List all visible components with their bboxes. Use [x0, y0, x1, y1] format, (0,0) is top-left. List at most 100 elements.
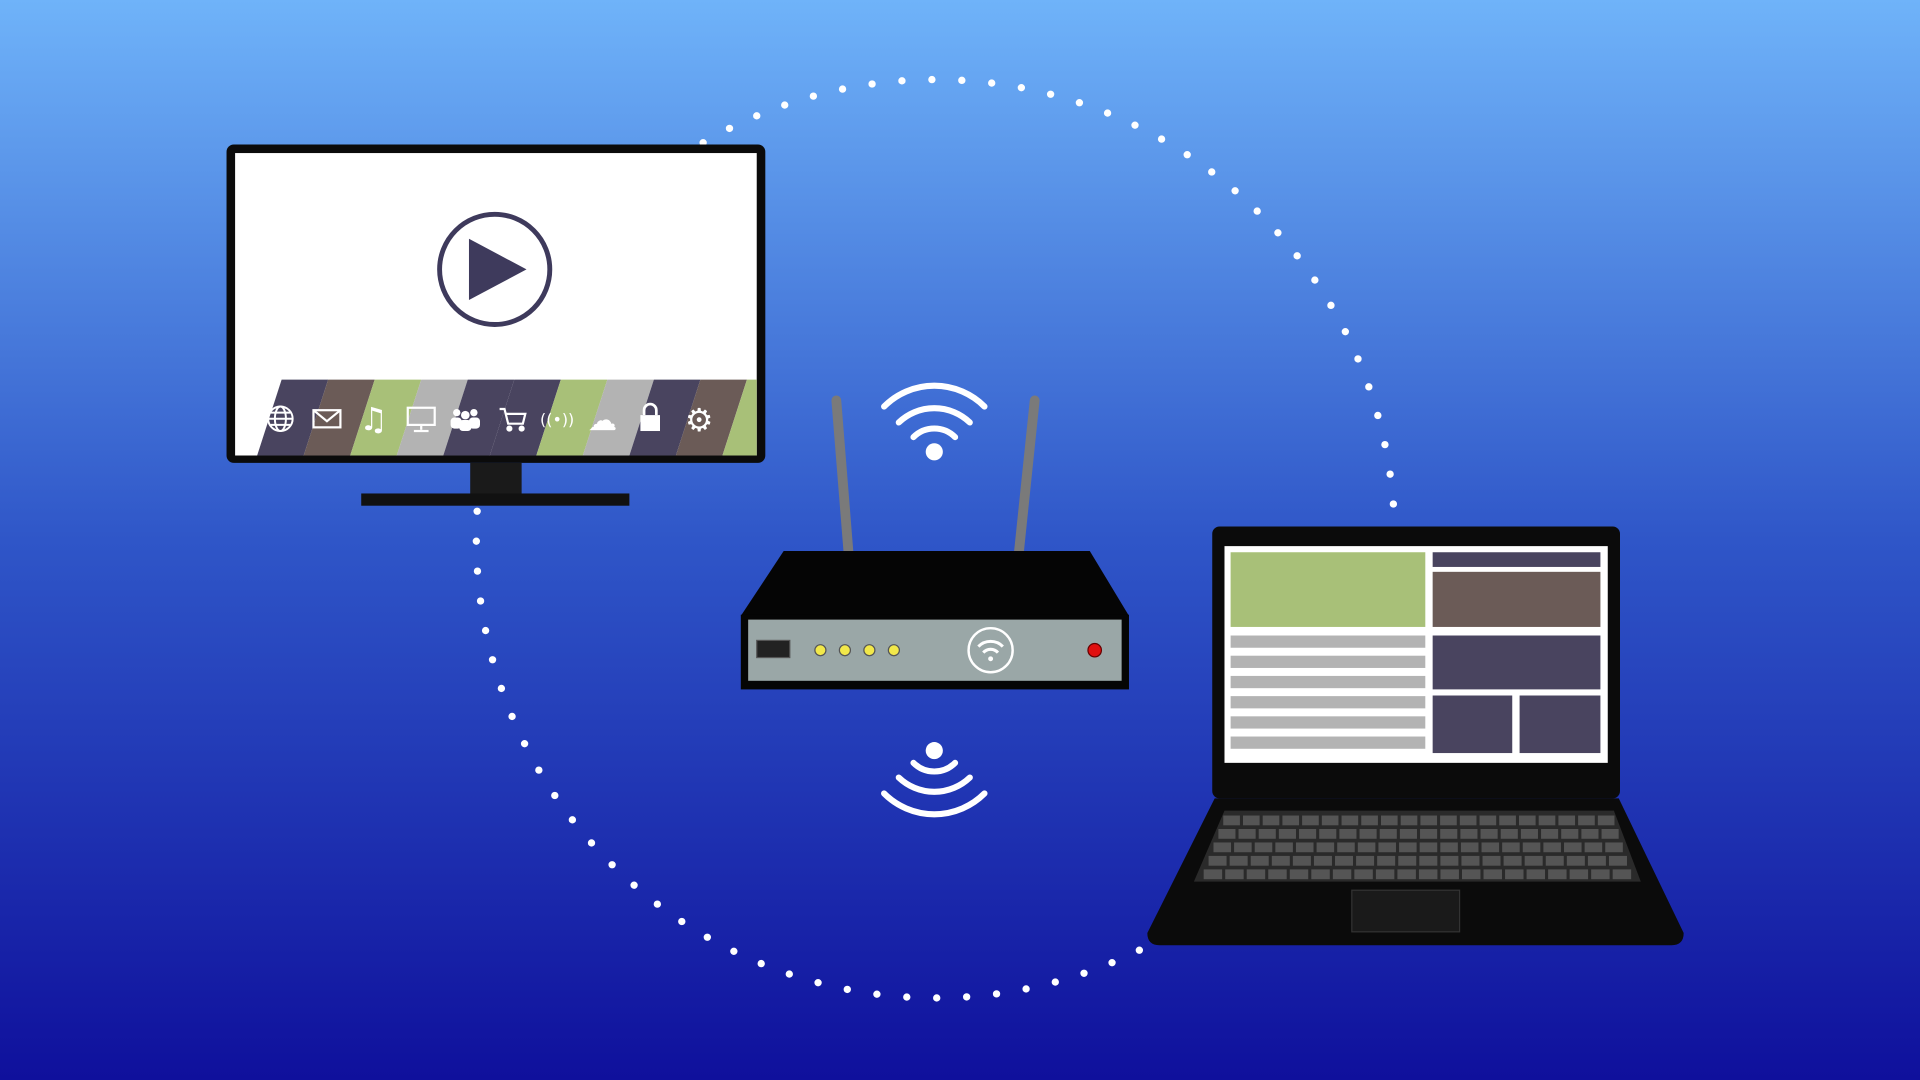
broadcast-icon[interactable]: ((•)) — [540, 410, 574, 429]
keyboard-key — [1440, 855, 1459, 866]
weather-icon[interactable]: ☁ — [588, 403, 617, 437]
keyboard-key — [1481, 842, 1500, 853]
keyboard-key — [1440, 828, 1458, 839]
strip-segment — [582, 379, 654, 456]
laptop-touchpad[interactable] — [1351, 889, 1461, 933]
screen-banner-block — [1230, 552, 1426, 627]
gear-icon[interactable]: ⚙ — [685, 401, 714, 439]
laptop — [1147, 526, 1684, 946]
keyboard-key — [1299, 828, 1317, 839]
keyboard-key — [1480, 828, 1498, 839]
play-circle — [437, 211, 553, 327]
tv: ♫ ((•)) ☁ ⚙ — [226, 144, 766, 506]
screen-text-line — [1230, 655, 1426, 668]
play-button[interactable] — [437, 211, 553, 327]
keyboard-key — [1246, 869, 1266, 880]
keyboard-key — [1566, 855, 1585, 866]
keyboard-key — [1541, 828, 1559, 839]
keyboard-key — [1319, 828, 1337, 839]
keyboard-key — [1225, 869, 1244, 880]
tv-stand-neck — [470, 462, 522, 496]
keyboard-key — [1316, 842, 1335, 853]
strip-segment — [350, 379, 422, 456]
keyboard-key — [1522, 842, 1541, 853]
keyboard-key — [1420, 815, 1438, 826]
router-panel — [748, 619, 1122, 681]
keyboard-key — [1538, 815, 1556, 826]
keyboard-key — [1377, 855, 1396, 866]
keyboard-key — [1608, 855, 1627, 866]
keyboard-key — [1278, 828, 1296, 839]
router-antenna-right — [1013, 395, 1040, 559]
keyboard-key — [1311, 869, 1330, 880]
keyboard-key — [1356, 855, 1375, 866]
mail-icon[interactable] — [312, 409, 342, 429]
keyboard-key — [1587, 855, 1606, 866]
people-icon[interactable] — [450, 408, 480, 432]
screen-text-line — [1230, 675, 1426, 689]
screen-text-line — [1230, 736, 1426, 749]
keyboard-key — [1543, 842, 1561, 853]
keyboard-key — [1335, 855, 1354, 866]
keyboard-key — [1548, 869, 1567, 880]
keyboard-key — [1213, 842, 1232, 853]
keyboard-key — [1502, 842, 1520, 853]
keyboard-key — [1459, 815, 1477, 826]
keyboard-key — [1379, 828, 1397, 839]
screen-thumb-block — [1519, 695, 1601, 754]
keyboard-key — [1460, 842, 1479, 853]
screen-text-line — [1230, 696, 1426, 709]
keyboard-key — [1605, 842, 1623, 853]
keyboard-key — [1569, 869, 1589, 880]
keyboard-key — [1584, 842, 1603, 853]
keyboard-key — [1268, 869, 1287, 880]
strip-segment — [396, 379, 468, 456]
lock-icon[interactable] — [640, 402, 660, 432]
keyboard-key — [1499, 815, 1516, 826]
keyboard-key — [1440, 869, 1459, 880]
keyboard-key — [1460, 828, 1478, 839]
keyboard-key — [1399, 828, 1417, 839]
router-led — [863, 644, 876, 657]
keyboard-key — [1361, 815, 1378, 826]
keyboard-key — [1524, 855, 1543, 866]
monitor-icon[interactable] — [406, 406, 436, 433]
router-led — [838, 644, 852, 657]
keyboard-key — [1505, 869, 1524, 880]
keyboard-key — [1419, 855, 1438, 866]
keyboard-key — [1229, 855, 1248, 866]
keyboard-key — [1418, 869, 1438, 880]
keyboard-key — [1359, 828, 1377, 839]
tv-stand-base — [361, 493, 630, 506]
keyboard-key — [1258, 828, 1276, 839]
screen-text-lines — [1230, 635, 1426, 749]
strip-segment — [443, 379, 515, 456]
keyboard-key — [1500, 828, 1518, 839]
keyboard-key — [1503, 855, 1522, 866]
keyboard-key — [1332, 869, 1352, 880]
keyboard-key — [1400, 815, 1418, 826]
keyboard-key — [1419, 842, 1438, 853]
keyboard-key — [1203, 869, 1223, 880]
keyboard-key — [1218, 828, 1236, 839]
screen-thumb-block — [1432, 695, 1513, 754]
cart-icon[interactable] — [499, 407, 527, 432]
screen-content-block — [1432, 635, 1601, 690]
router-port — [756, 639, 791, 659]
keyboard-key — [1440, 815, 1457, 826]
keyboard-key — [1271, 855, 1290, 866]
keyboard-key — [1378, 842, 1396, 853]
keyboard-key — [1526, 869, 1546, 880]
wifi-signal-down-icon — [881, 742, 988, 818]
screen-feature-block — [1432, 571, 1601, 627]
keyboard-key — [1591, 869, 1610, 880]
router-wifi-button[interactable] — [967, 626, 1014, 674]
keyboard-key — [1302, 815, 1319, 826]
strip-segment — [675, 379, 747, 456]
strip-segment — [303, 379, 375, 456]
globe-icon[interactable] — [267, 405, 294, 432]
music-icon[interactable]: ♫ — [359, 400, 388, 438]
router-leds — [814, 644, 900, 657]
keyboard-key — [1282, 815, 1300, 826]
keyboard-key — [1564, 842, 1582, 853]
